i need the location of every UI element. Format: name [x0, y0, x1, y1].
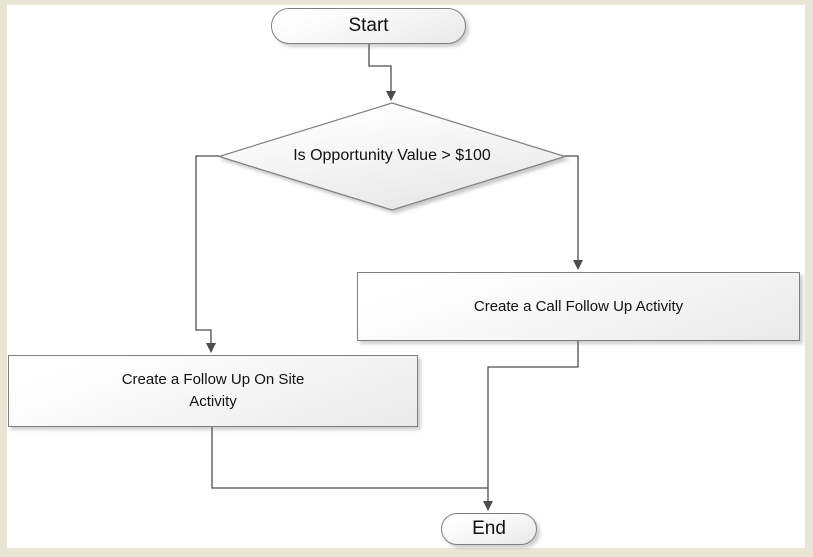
end-label: End: [472, 518, 506, 539]
decision-label-text: Is Opportunity Value > $100: [293, 147, 491, 164]
onsite-followup-node: Create a Follow Up On Site Activity: [8, 355, 418, 427]
connector-onsite-to-end: [211, 427, 488, 489]
end-node: End: [441, 513, 537, 545]
start-label: Start: [348, 15, 389, 36]
start-node: Start: [271, 8, 466, 44]
decision-shape: [216, 102, 568, 211]
connector-call-to-end: [483, 341, 579, 511]
decision-node-label: Is Opportunity Value > $100: [252, 147, 532, 165]
connector-decision-to-call: [565, 155, 583, 270]
connector-start-to-decision: [368, 44, 396, 101]
onsite-followup-label: Create a Follow Up On Site Activity: [121, 371, 305, 410]
call-followup-label: Create a Call Follow Up Activity: [473, 298, 684, 315]
connector-decision-to-onsite: [195, 155, 219, 353]
call-followup-node: Create a Call Follow Up Activity: [357, 272, 800, 341]
